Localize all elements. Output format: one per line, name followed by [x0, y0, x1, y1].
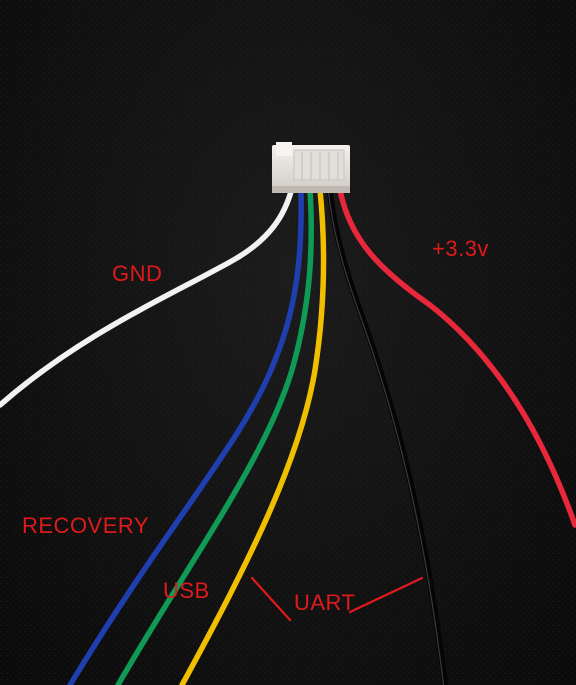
uart-pointer-line [348, 576, 424, 614]
usb-pointer-line [250, 576, 292, 622]
wire-blue [67, 187, 304, 685]
wire-yellow [179, 187, 327, 685]
label-3v3: +3.3v [432, 236, 489, 261]
wire-black-highlight [327, 191, 445, 685]
wire-black [327, 189, 448, 685]
label-uart: UART [294, 590, 356, 615]
label-recovery: RECOVERY [22, 513, 150, 538]
label-gnd: GND [112, 261, 163, 286]
connector [272, 142, 350, 193]
label-usb: USB [163, 578, 210, 603]
wire-red [337, 187, 576, 528]
wire-white [0, 185, 295, 408]
wire-green [115, 187, 314, 685]
